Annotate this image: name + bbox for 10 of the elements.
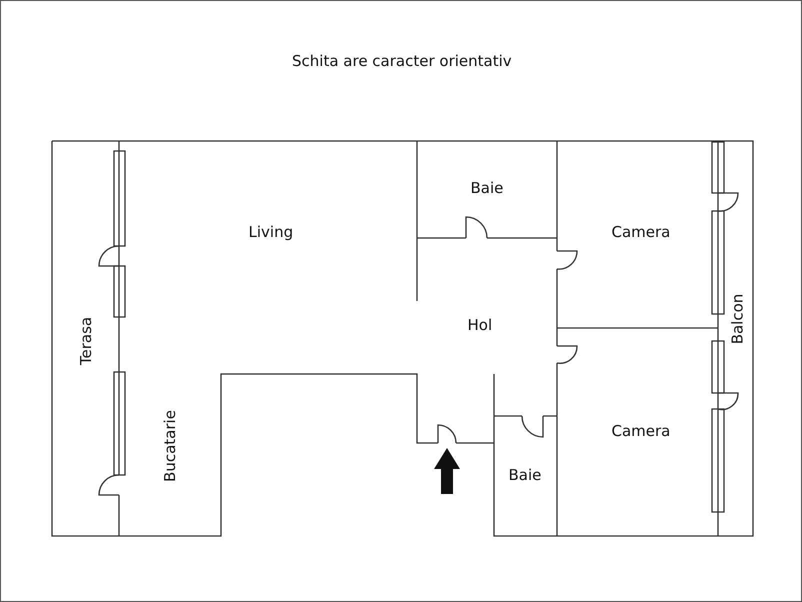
room-label: Baie <box>508 466 542 484</box>
room-label: Camera <box>612 223 670 241</box>
title: Schita are caracter orientativ <box>292 52 512 70</box>
room-label: Hol <box>468 316 492 334</box>
room-label: Living <box>248 223 294 241</box>
room-label: Balcon <box>728 294 746 344</box>
room-label: Baie <box>470 179 504 197</box>
room-label: Terasa <box>77 316 96 366</box>
room-label: Camera <box>612 422 670 440</box>
room-label: Bucatarie <box>160 410 179 482</box>
